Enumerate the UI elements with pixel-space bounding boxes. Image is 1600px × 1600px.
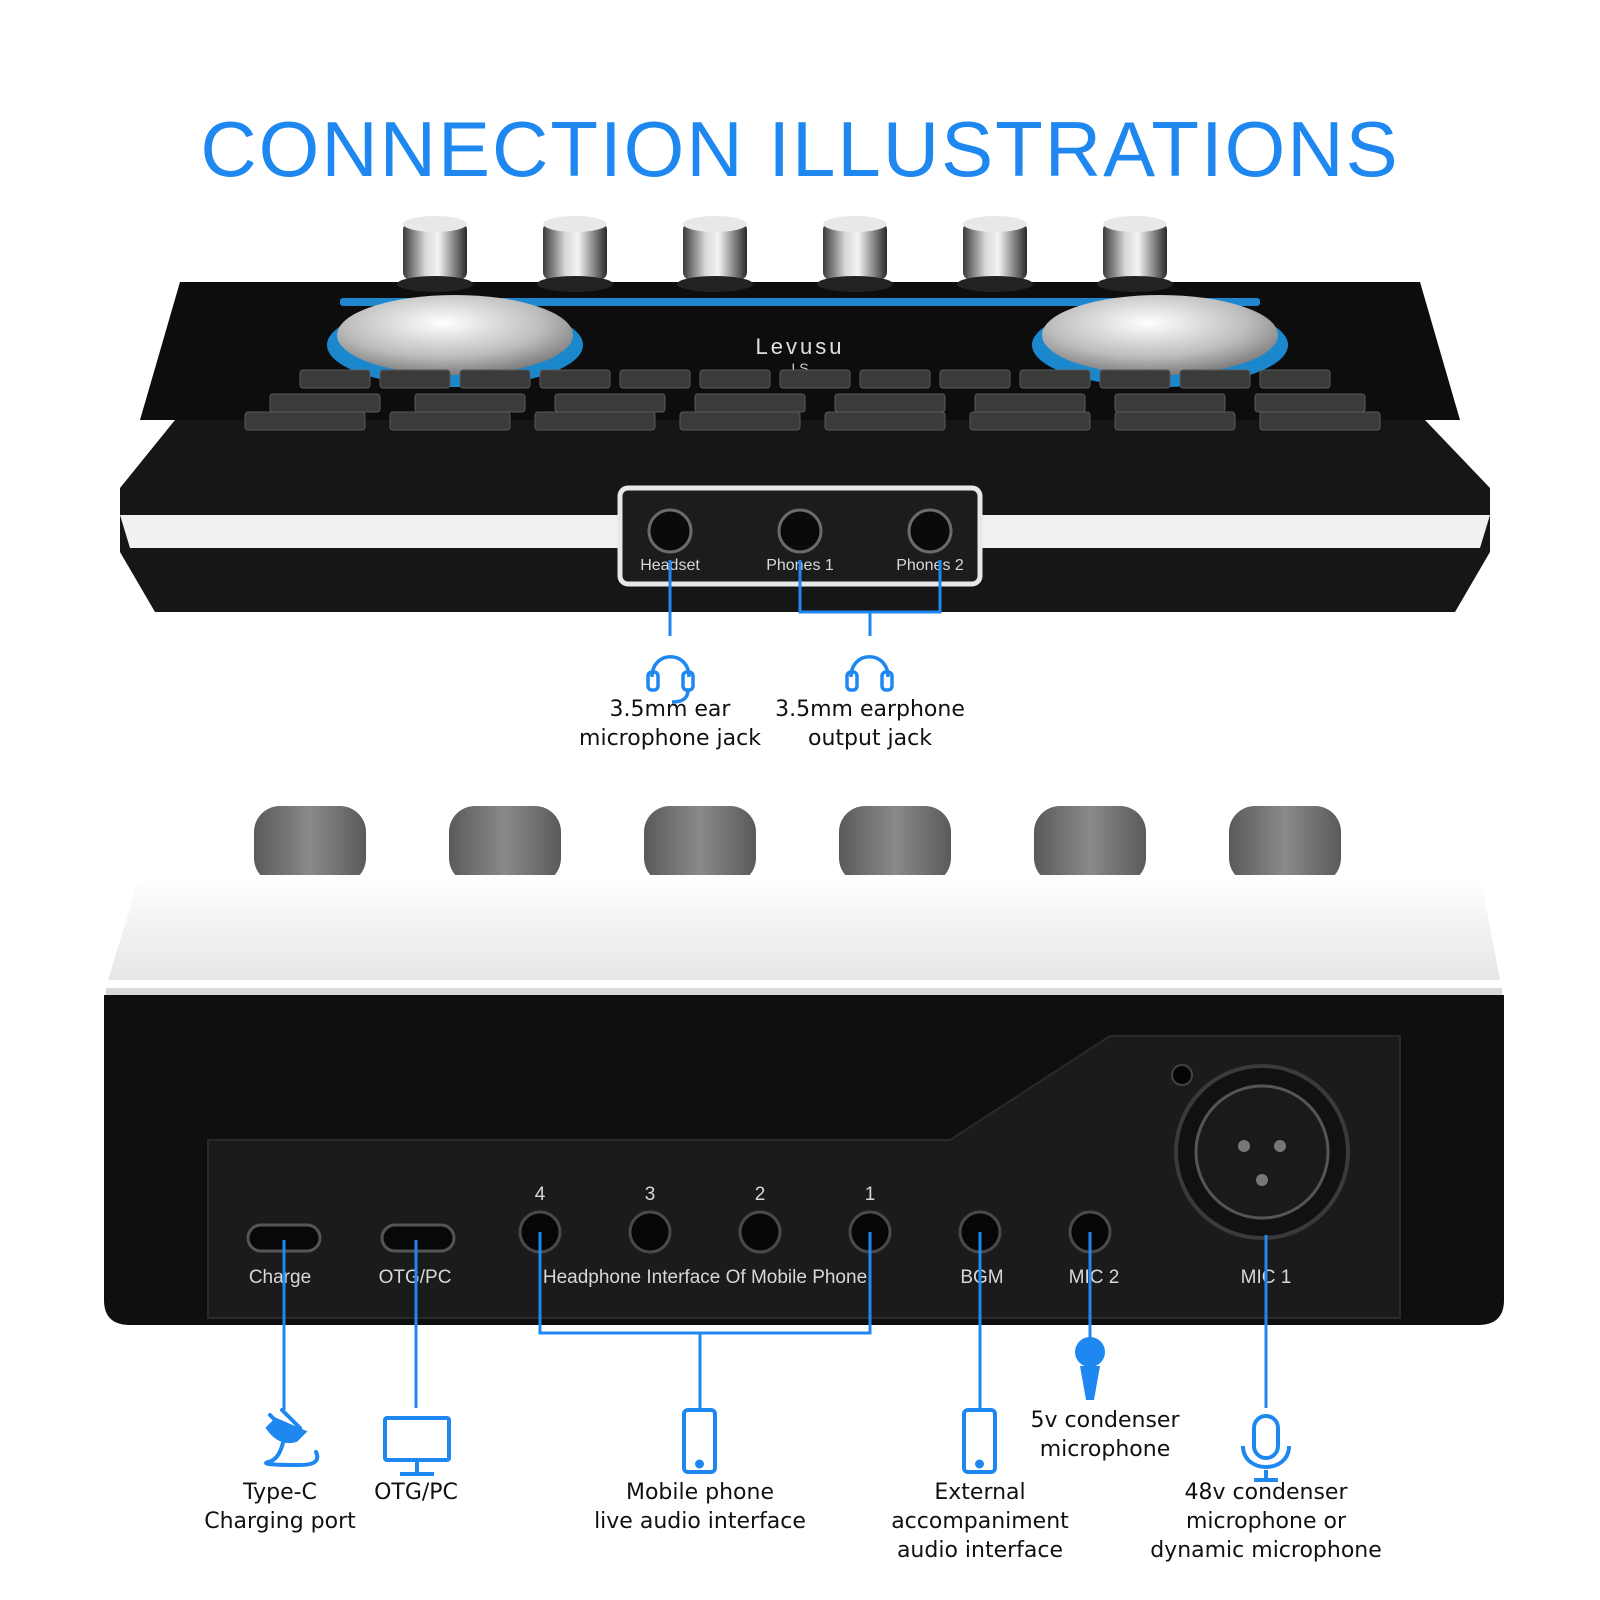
top-leader-lines <box>668 560 942 636</box>
right-large-knob[interactable] <box>1032 295 1288 387</box>
pad-button[interactable] <box>939 369 1011 389</box>
pad-button[interactable] <box>859 369 931 389</box>
callout-otg-pc: OTG/PC <box>374 1480 458 1505</box>
channel-number: 1 <box>865 1184 876 1205</box>
pad-button[interactable] <box>1019 369 1091 389</box>
pad-button[interactable] <box>459 369 531 389</box>
rear-knob[interactable] <box>254 806 366 884</box>
headset-mic-icon <box>646 655 695 704</box>
condenser-mic-icon <box>1241 1414 1291 1482</box>
pad-button[interactable] <box>554 393 666 413</box>
bottom-device: Charge OTG/PC Headphone Interface Of Mob… <box>104 806 1504 1325</box>
top-knob[interactable] <box>1097 216 1173 292</box>
pad-button[interactable] <box>699 369 771 389</box>
bgm-label: BGM <box>960 1267 1003 1288</box>
pad-button[interactable] <box>1259 411 1381 431</box>
phone-icon <box>962 1408 997 1474</box>
pad-button[interactable] <box>679 411 801 431</box>
pad-button[interactable] <box>779 369 851 389</box>
top-knob[interactable] <box>677 216 753 292</box>
white-top-shell <box>108 875 1500 980</box>
top-audio-jack[interactable] <box>647 508 693 554</box>
pad-button[interactable] <box>834 393 946 413</box>
top-knob[interactable] <box>397 216 473 292</box>
handheld-mic-icon <box>1075 1337 1105 1400</box>
channel-number: 2 <box>755 1184 766 1205</box>
pad-button[interactable] <box>1099 369 1171 389</box>
pad-button[interactable] <box>299 369 371 389</box>
top-knob[interactable] <box>957 216 1033 292</box>
pad-button[interactable] <box>824 411 946 431</box>
charge-label: Charge <box>249 1267 311 1288</box>
rear-knob[interactable] <box>1034 806 1146 884</box>
pad-button[interactable] <box>694 393 806 413</box>
rear-knob[interactable] <box>449 806 561 884</box>
callout-5v-condenser: 5v condenser microphone <box>1030 1408 1180 1462</box>
channel-number: 3 <box>645 1184 656 1205</box>
mic2-label: MIC 2 <box>1069 1267 1120 1288</box>
pad-button[interactable] <box>1254 393 1366 413</box>
callout-earphone-output-jack: 3.5mm earphone output jack <box>775 697 965 751</box>
channel-number: 4 <box>535 1184 546 1205</box>
phone-icon <box>682 1408 717 1474</box>
plug-icon <box>264 1408 320 1468</box>
mic1-xlr-port[interactable] <box>1174 1064 1350 1240</box>
brand-logo: Levusu <box>756 334 845 359</box>
top-port-label: Phones 2 <box>896 557 964 574</box>
callout-external-accompaniment: External accompaniment audio interface <box>891 1480 1069 1563</box>
callout-48v-condenser: 48v condenser microphone or dynamic micr… <box>1150 1480 1382 1563</box>
otg-port[interactable] <box>380 1223 456 1253</box>
pad-button[interactable] <box>619 369 691 389</box>
pad-button[interactable] <box>244 411 366 431</box>
bottom-leader-lines <box>282 1232 1268 1410</box>
page-title: CONNECTION ILLUSTRATIONS <box>200 105 1400 194</box>
rear-knob[interactable] <box>644 806 756 884</box>
pad-button[interactable] <box>1114 411 1236 431</box>
pad-button[interactable] <box>969 411 1091 431</box>
pad-button[interactable] <box>379 369 451 389</box>
rear-audio-jack[interactable] <box>628 1210 672 1254</box>
callout-mobile-phone: Mobile phone live audio interface <box>594 1480 806 1534</box>
callout-type-c-charging: Type-C Charging port <box>204 1480 356 1534</box>
pad-button[interactable] <box>389 411 511 431</box>
rear-knob[interactable] <box>839 806 951 884</box>
top-knob[interactable] <box>537 216 613 292</box>
pad-button[interactable] <box>1259 369 1331 389</box>
pad-button[interactable] <box>1114 393 1226 413</box>
pad-button[interactable] <box>534 411 656 431</box>
headphones-icon <box>845 655 894 692</box>
monitor-icon <box>383 1416 451 1476</box>
left-large-knob[interactable] <box>327 295 583 387</box>
headphone-interface-label: Headphone Interface Of Mobile Phone <box>543 1267 867 1288</box>
indicator-hole <box>1171 1064 1193 1086</box>
top-audio-jack[interactable] <box>777 508 823 554</box>
rear-audio-jack[interactable] <box>738 1210 782 1254</box>
top-audio-jack[interactable] <box>907 508 953 554</box>
pad-button[interactable] <box>269 393 381 413</box>
pad-button[interactable] <box>539 369 611 389</box>
top-knob[interactable] <box>817 216 893 292</box>
callout-ear-mic-jack: 3.5mm ear microphone jack <box>579 697 761 751</box>
pad-button[interactable] <box>414 393 526 413</box>
pad-button[interactable] <box>1179 369 1251 389</box>
rear-knob[interactable] <box>1229 806 1341 884</box>
pad-button[interactable] <box>974 393 1086 413</box>
